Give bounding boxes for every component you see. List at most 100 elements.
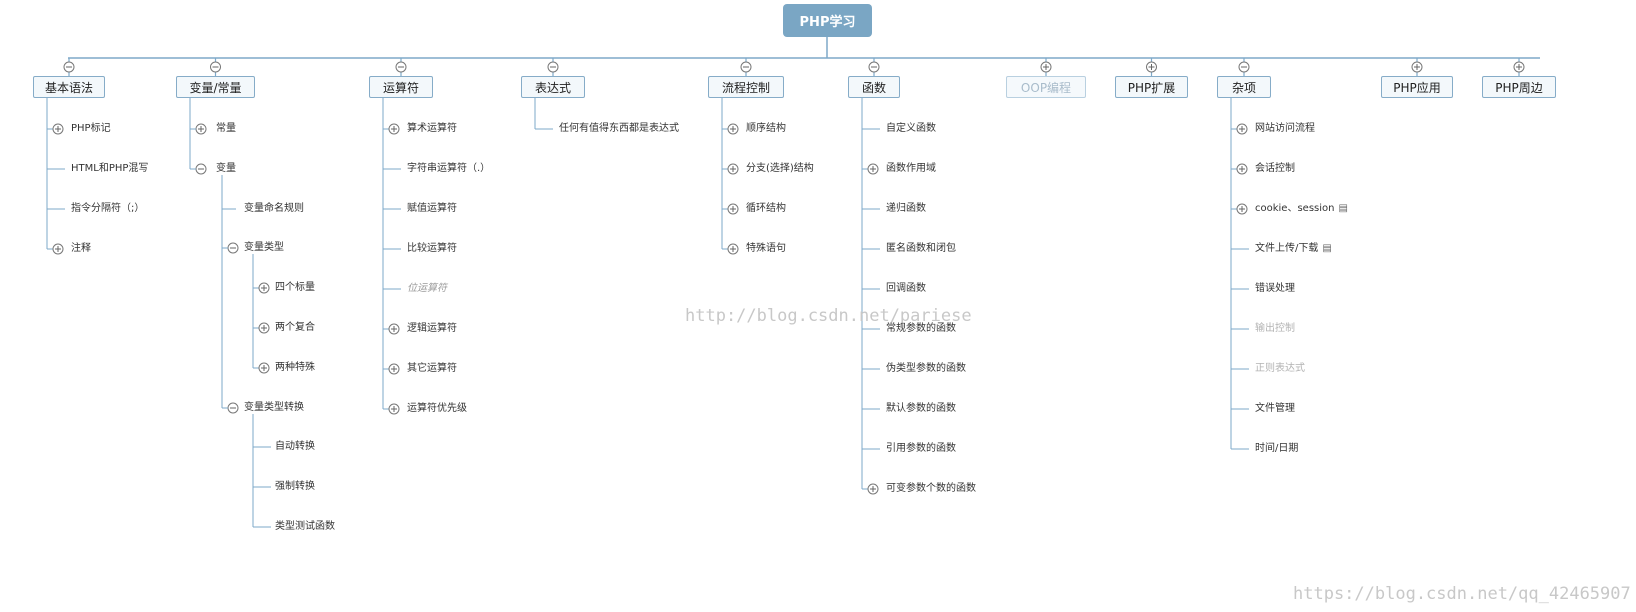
branch-item[interactable]: 位运算符: [407, 283, 447, 295]
branch-item[interactable]: 比较运算符: [407, 243, 457, 255]
expand-icon[interactable]: [388, 323, 400, 335]
branch-item[interactable]: 指令分隔符（;）: [71, 203, 144, 215]
branch-item[interactable]: 文件管理: [1255, 403, 1295, 415]
category-toggle-icon[interactable]: [1513, 61, 1525, 73]
branch-item[interactable]: 运算符优先级: [407, 403, 467, 415]
branch-item[interactable]: 递归函数: [886, 203, 926, 215]
expand-icon[interactable]: [52, 123, 64, 135]
category-node[interactable]: 杂项: [1217, 76, 1271, 98]
branch-item[interactable]: cookie、session▤: [1255, 203, 1348, 215]
expand-icon[interactable]: [258, 282, 270, 294]
expand-icon[interactable]: [258, 322, 270, 334]
category-node[interactable]: OOP编程: [1006, 76, 1086, 98]
expand-icon[interactable]: [258, 362, 270, 374]
branch-item[interactable]: 输出控制: [1255, 323, 1295, 335]
branch-item[interactable]: 可变参数个数的函数: [886, 483, 976, 495]
branch-item[interactable]: 自定义函数: [886, 123, 936, 135]
branch-item-label: 运算符优先级: [407, 403, 467, 414]
branch-item[interactable]: 默认参数的函数: [886, 403, 956, 415]
branch-item[interactable]: 变量: [216, 163, 236, 175]
branch-item[interactable]: 函数作用域: [886, 163, 936, 175]
branch-item[interactable]: HTML和PHP混写: [71, 163, 148, 175]
branch-item[interactable]: 时间/日期: [1255, 443, 1298, 455]
branch-item[interactable]: 正则表达式: [1255, 363, 1305, 375]
category-node[interactable]: PHP应用: [1381, 76, 1453, 98]
branch-item[interactable]: 强制转换: [275, 481, 315, 493]
expand-icon[interactable]: [1236, 163, 1248, 175]
expand-icon[interactable]: [867, 163, 879, 175]
branch-item[interactable]: 两个复合: [275, 322, 315, 334]
expand-icon[interactable]: [52, 243, 64, 255]
category-toggle-icon[interactable]: [210, 61, 221, 73]
branch-item-label: 输出控制: [1255, 323, 1295, 334]
expand-icon[interactable]: [388, 123, 400, 135]
branch-item[interactable]: 变量类型转换: [244, 402, 304, 414]
branch-item[interactable]: 特殊语句: [746, 243, 786, 255]
branch-item[interactable]: 自动转换: [275, 441, 315, 453]
branch-item-label: 网站访问流程: [1255, 123, 1315, 134]
branch-item[interactable]: 算术运算符: [407, 123, 457, 135]
category-toggle-icon[interactable]: [1411, 61, 1423, 73]
expand-icon[interactable]: [727, 123, 739, 135]
collapse-icon[interactable]: [227, 402, 239, 414]
branch-item[interactable]: 常规参数的函数: [886, 323, 956, 335]
category-node[interactable]: PHP周边: [1482, 76, 1556, 98]
expand-icon[interactable]: [388, 363, 400, 375]
branch-item[interactable]: 任何有值得东西都是表达式: [559, 123, 679, 135]
branch-item[interactable]: 分支(选择)结构: [746, 163, 814, 175]
branch-item[interactable]: 四个标量: [275, 282, 315, 294]
branch-item-label: 类型测试函数: [275, 521, 335, 532]
branch-item[interactable]: 顺序结构: [746, 123, 786, 135]
note-icon[interactable]: ▤: [1338, 203, 1348, 214]
expand-icon[interactable]: [727, 243, 739, 255]
branch-item[interactable]: 回调函数: [886, 283, 926, 295]
branch-item[interactable]: 赋值运算符: [407, 203, 457, 215]
category-toggle-icon[interactable]: [868, 61, 880, 73]
collapse-icon[interactable]: [195, 163, 207, 175]
category-node[interactable]: 流程控制: [708, 76, 784, 98]
expand-icon[interactable]: [727, 203, 739, 215]
branch-item[interactable]: PHP标记: [71, 123, 111, 135]
branch-item[interactable]: 其它运算符: [407, 363, 457, 375]
branch-item[interactable]: 文件上传/下载▤: [1255, 243, 1332, 255]
category-toggle-icon[interactable]: [395, 61, 407, 73]
category-node[interactable]: 运算符: [369, 76, 433, 98]
branch-item[interactable]: 常量: [216, 123, 236, 135]
category-node[interactable]: 变量/常量: [176, 76, 255, 98]
expand-icon[interactable]: [1236, 123, 1248, 135]
branch-item[interactable]: 字符串运算符（.）: [407, 163, 490, 175]
branch-item[interactable]: 会话控制: [1255, 163, 1295, 175]
category-toggle-icon[interactable]: [547, 61, 559, 73]
category-toggle-icon[interactable]: [1238, 61, 1250, 73]
branch-item[interactable]: 伪类型参数的函数: [886, 363, 966, 375]
category-toggle-icon[interactable]: [63, 61, 75, 73]
branch-item-label: 变量类型: [244, 242, 284, 253]
branch-item[interactable]: 错误处理: [1255, 283, 1295, 295]
branch-item[interactable]: 网站访问流程: [1255, 123, 1315, 135]
branch-item[interactable]: 两种特殊: [275, 362, 315, 374]
branch-item[interactable]: 逻辑运算符: [407, 323, 457, 335]
category-node[interactable]: 基本语法: [33, 76, 105, 98]
category-node[interactable]: PHP扩展: [1115, 76, 1188, 98]
category-node[interactable]: 函数: [848, 76, 900, 98]
category-toggle-icon[interactable]: [1146, 61, 1157, 73]
category-node[interactable]: 表达式: [521, 76, 585, 98]
category-toggle-icon[interactable]: [740, 61, 752, 73]
category-toggle-icon[interactable]: [1040, 61, 1052, 73]
expand-icon[interactable]: [727, 163, 739, 175]
note-icon[interactable]: ▤: [1322, 243, 1332, 254]
collapse-icon[interactable]: [227, 242, 239, 254]
expand-icon[interactable]: [195, 123, 207, 135]
expand-icon[interactable]: [388, 403, 400, 415]
branch-item[interactable]: 变量类型: [244, 242, 284, 254]
root-node[interactable]: PHP学习: [783, 4, 872, 37]
branch-item[interactable]: 注释: [71, 243, 91, 255]
expand-icon[interactable]: [1236, 203, 1248, 215]
branch-item[interactable]: 类型测试函数: [275, 521, 335, 533]
branch-item-label: 时间/日期: [1255, 443, 1299, 454]
branch-item[interactable]: 引用参数的函数: [886, 443, 956, 455]
branch-item[interactable]: 循环结构: [746, 203, 786, 215]
branch-item[interactable]: 变量命名规则: [244, 203, 304, 215]
branch-item[interactable]: 匿名函数和闭包: [886, 243, 956, 255]
expand-icon[interactable]: [867, 483, 879, 495]
